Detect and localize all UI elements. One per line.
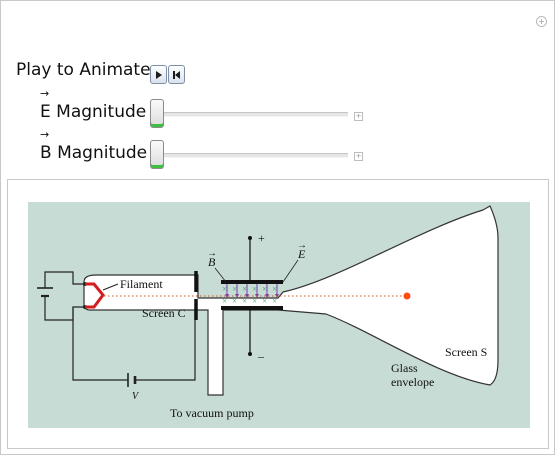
- vector-arrow: →: [40, 128, 50, 141]
- svg-text:×: ×: [272, 284, 277, 294]
- screen-c-label: Screen C: [142, 306, 186, 320]
- vacuum-pump-label: To vacuum pump: [170, 406, 254, 420]
- e-slider-expand-icon[interactable]: +: [354, 112, 363, 121]
- magnetic-field-crosses: × × × × × × × × × × × ×: [222, 284, 277, 306]
- b-slider-track[interactable]: [150, 153, 348, 158]
- e-slider-track[interactable]: [150, 112, 348, 117]
- filament: [85, 282, 105, 309]
- svg-text:×: ×: [252, 284, 257, 294]
- high-voltage-wire-left: [72, 307, 128, 381]
- diagram-panel: Filament Screen C + – ×××××× ×××××× B → …: [7, 179, 549, 449]
- e-field-label: E: [297, 247, 306, 261]
- crt-diagram: Filament Screen C + – ×××××× ×××××× B → …: [28, 202, 530, 428]
- e-field-leader: [282, 259, 299, 283]
- lower-deflection-plate: [221, 306, 283, 310]
- play-button[interactable]: [150, 65, 167, 84]
- high-voltage-wire-right: [135, 308, 196, 381]
- svg-text:×: ×: [232, 296, 237, 306]
- svg-text:×: ×: [222, 296, 227, 306]
- screen-s-label: Screen S: [445, 345, 487, 359]
- voltage-label: V: [132, 391, 140, 402]
- vector-arrow: →: [40, 87, 50, 100]
- plus-label: +: [258, 231, 265, 245]
- reset-button[interactable]: [168, 65, 185, 84]
- filament-label: Filament: [120, 277, 163, 291]
- plus-terminal: [248, 236, 252, 240]
- b-slider-expand-icon[interactable]: +: [354, 152, 363, 161]
- e-magnitude-label: → E Magnitude: [40, 87, 147, 122]
- step-back-icon: [173, 70, 180, 79]
- expand-icon[interactable]: +: [536, 16, 547, 27]
- e-slider-thumb[interactable]: [150, 99, 164, 128]
- battery-wire-top: [44, 271, 85, 288]
- svg-text:×: ×: [262, 284, 267, 294]
- glass-label-line2: envelope: [391, 375, 434, 389]
- svg-text:×: ×: [232, 284, 237, 294]
- svg-text:×: ×: [262, 296, 267, 306]
- minus-label: –: [257, 349, 265, 363]
- svg-text:×: ×: [272, 296, 277, 306]
- b-magnitude-label: → B Magnitude: [40, 128, 148, 163]
- svg-text:×: ×: [242, 296, 247, 306]
- b-symbol: B: [40, 143, 52, 163]
- svg-text:×: ×: [242, 284, 247, 294]
- b-field-label: B: [208, 255, 216, 269]
- upper-deflection-plate: [221, 280, 283, 284]
- b-slider-thumb[interactable]: [150, 140, 164, 169]
- play-to-animate-label: Play to Animate: [16, 60, 151, 80]
- glass-label-line1: Glass: [391, 361, 418, 375]
- play-icon: [155, 70, 162, 79]
- b-field-leader: [214, 267, 227, 283]
- minus-terminal: [248, 352, 252, 356]
- b-magnitude-text: Magnitude: [51, 143, 148, 163]
- svg-text:×: ×: [252, 296, 257, 306]
- filament-leader: [102, 283, 119, 291]
- e-field-arrow: →: [297, 240, 307, 251]
- b-magnitude-slider[interactable]: [150, 139, 350, 169]
- svg-text:×: ×: [222, 284, 227, 294]
- beam-spot: [403, 292, 411, 300]
- e-magnitude-slider[interactable]: [150, 98, 350, 128]
- e-magnitude-text: Magnitude: [50, 102, 147, 122]
- e-symbol: E: [40, 102, 51, 122]
- b-field-arrow: →: [207, 248, 217, 259]
